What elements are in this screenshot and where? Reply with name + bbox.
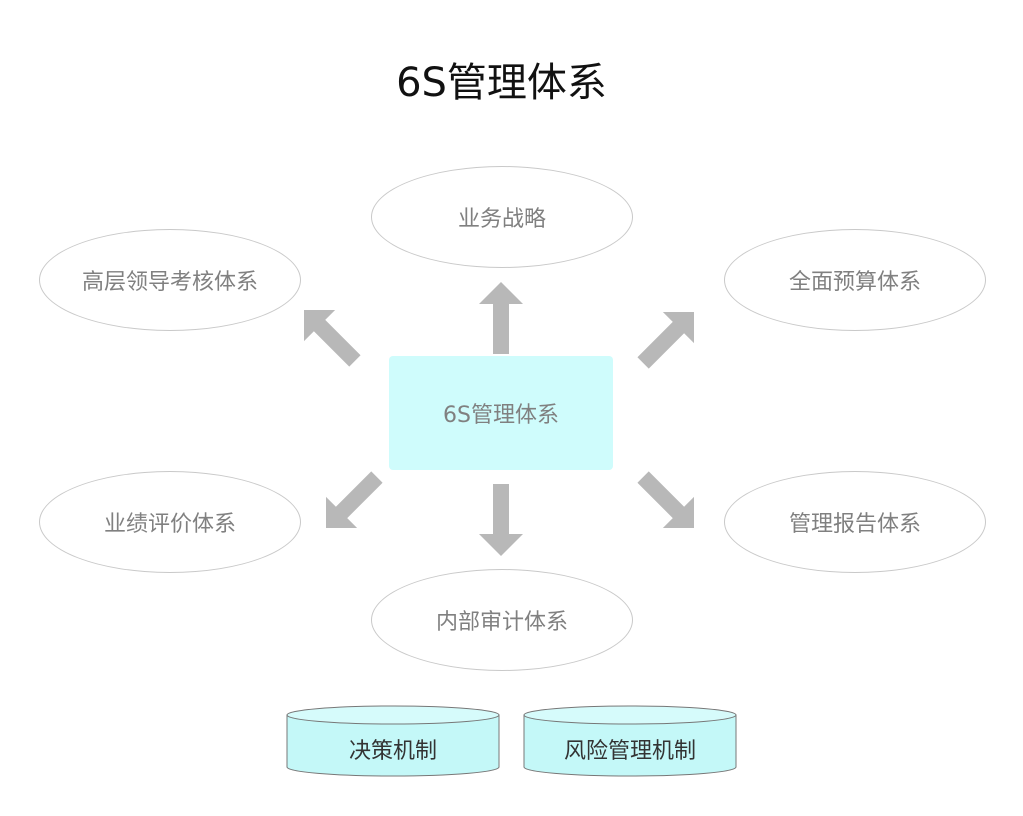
cylinder-risk: [523, 705, 737, 777]
node-label: 业务战略: [457, 207, 546, 232]
node-label: 业绩评价体系: [103, 512, 236, 537]
node-label: 内部审计体系: [435, 610, 568, 635]
node-management-report: 管理报告体系: [724, 471, 986, 573]
cylinder-decision: [286, 705, 500, 777]
node-label: 全面预算体系: [788, 270, 921, 295]
node-label: 高层领导考核体系: [81, 270, 258, 295]
node-label: 管理报告体系: [788, 512, 921, 537]
center-node: 6S管理体系: [389, 356, 613, 470]
node-performance-evaluation: 业绩评价体系: [39, 471, 301, 573]
center-label: 6S管理体系: [443, 403, 559, 428]
mechanism-risk-label: 风险管理机制: [563, 739, 696, 764]
node-internal-audit: 内部审计体系: [371, 569, 633, 671]
node-comprehensive-budget: 全面预算体系: [724, 229, 986, 331]
node-business-strategy: 业务战略: [371, 166, 633, 268]
mechanism-decision-label: 决策机制: [348, 739, 437, 764]
diagram-title: 6S管理体系: [396, 60, 607, 106]
node-executive-assessment: 高层领导考核体系: [39, 229, 301, 331]
